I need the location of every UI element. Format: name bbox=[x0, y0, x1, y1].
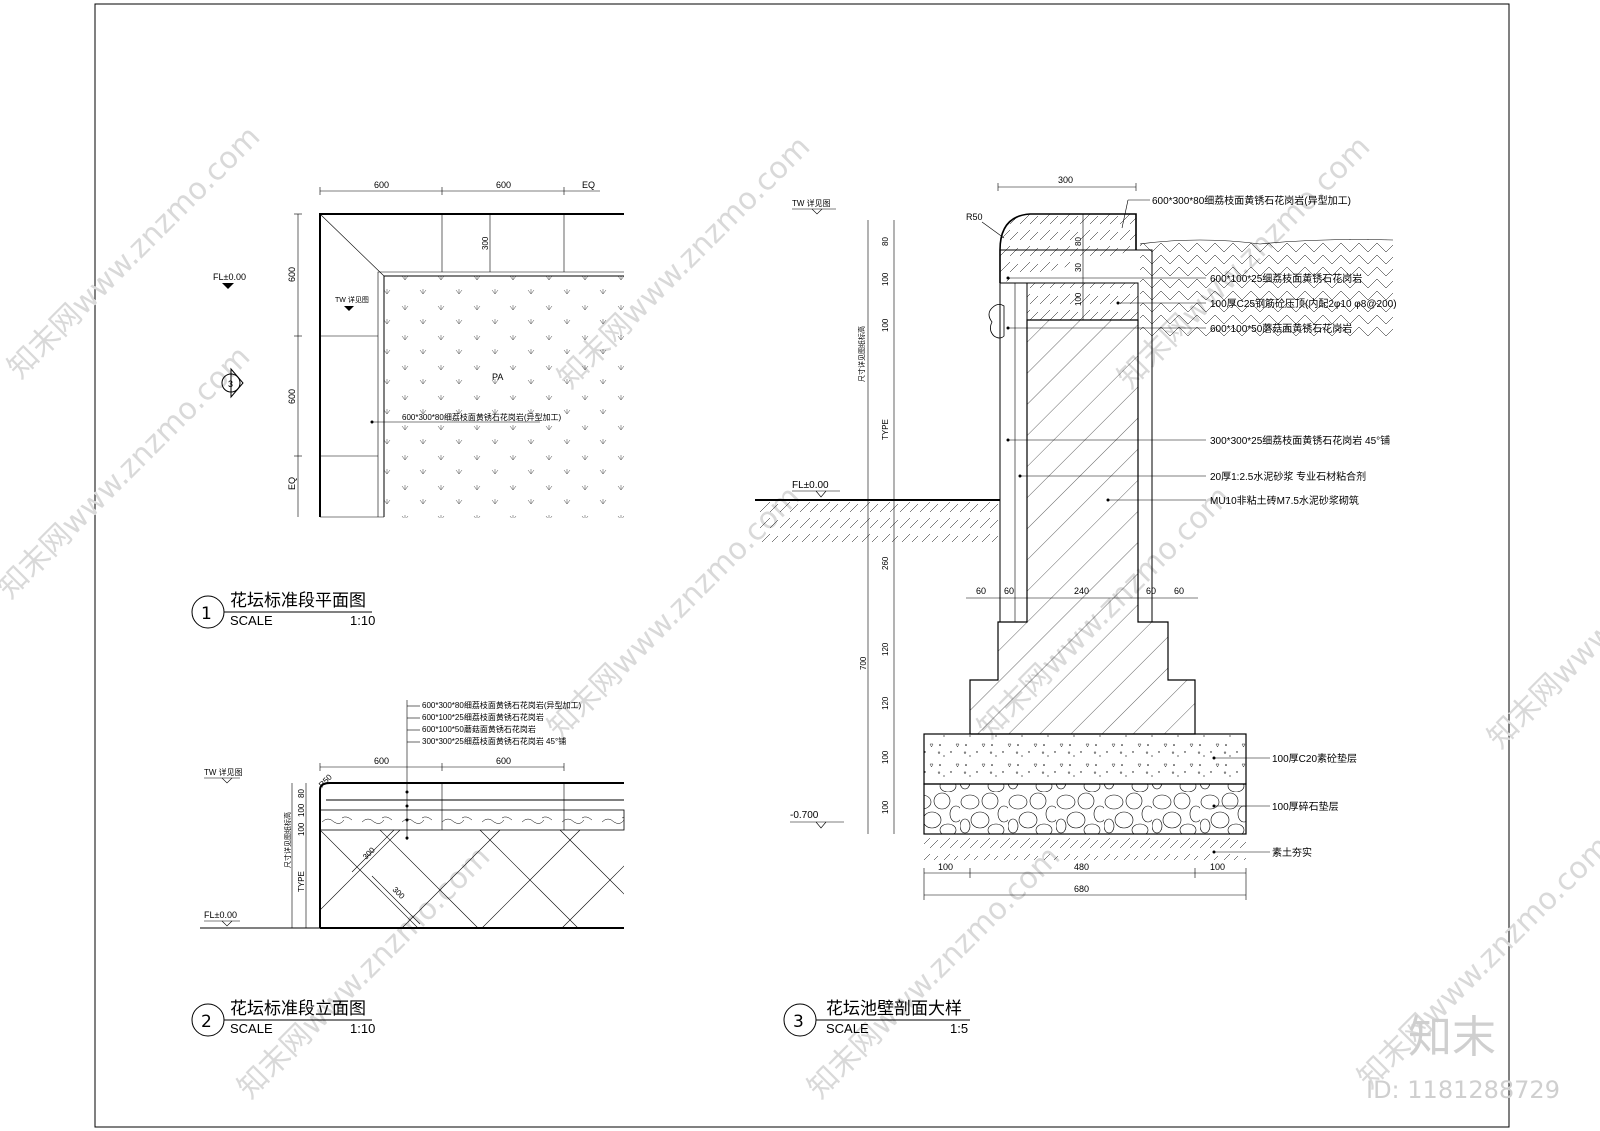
scale-1-value: 1:10 bbox=[350, 613, 375, 628]
sec-left-total: 700 bbox=[859, 656, 868, 670]
dim-inner: 300 bbox=[481, 236, 490, 250]
plan-callout: 600*300*80细荔枝面黄锈石花岗岩(异型加工) bbox=[402, 412, 561, 422]
sec-left-260: 260 bbox=[881, 556, 890, 570]
sec-callout-6: 20厚1:2.5水泥砂浆 专业石材粘合剂 bbox=[1210, 470, 1366, 483]
elev-dim-type: TYPE bbox=[297, 871, 306, 892]
scale-3-label: SCALE bbox=[826, 1021, 869, 1036]
sec-bottom-100a: 100 bbox=[938, 862, 953, 872]
elev-tw-label: TW 详见图 bbox=[204, 767, 243, 777]
title-2: 花坛标准段立面图 bbox=[230, 999, 366, 1019]
scale-3-value: 1:5 bbox=[950, 1021, 968, 1036]
title-1-number: 1 bbox=[201, 604, 212, 624]
elev-side-note: 尺寸详见图纸标高 bbox=[283, 812, 292, 868]
watermark-text: 知末网www.znzmo.com bbox=[1481, 489, 1600, 755]
dim-top-1: 600 bbox=[374, 180, 389, 190]
watermark-text: 知末网www.znzmo.com bbox=[801, 839, 1067, 1105]
elev-dim-100a: 100 bbox=[297, 803, 306, 817]
elev-callout-3: 600*100*50蘑菇面黄锈石花岗岩 bbox=[422, 724, 536, 734]
sec-radius: R50 bbox=[966, 212, 983, 222]
title-3-number: 3 bbox=[793, 1012, 804, 1032]
sec-mid-240: 240 bbox=[1074, 586, 1089, 596]
sheet-border bbox=[94, 3, 1510, 1128]
dim-left-3: EQ bbox=[287, 477, 297, 490]
sec-mid-60d: 60 bbox=[1174, 586, 1184, 596]
sec-dim-top: 300 bbox=[1058, 175, 1073, 185]
elev-diag-2: 300 bbox=[391, 885, 407, 901]
elev-dim-100b: 100 bbox=[297, 822, 306, 836]
watermark-brand: 知末 bbox=[1408, 1012, 1496, 1063]
elev-dim-80: 80 bbox=[297, 789, 306, 798]
sec-callout-7: MU10非粘土砖M7.5水泥砂浆砌筑 bbox=[1210, 494, 1359, 507]
sec-left-80: 80 bbox=[881, 237, 890, 246]
dim-top-3: EQ bbox=[582, 180, 595, 190]
scale-2-value: 1:10 bbox=[350, 1021, 375, 1036]
sec-tw-label: TW 详见图 bbox=[792, 198, 831, 208]
sec-left-100a: 100 bbox=[881, 272, 890, 286]
elev-callout-1: 600*300*80细荔枝面黄锈石花岗岩(异型加工) bbox=[422, 700, 581, 710]
sec-callout-1: 600*300*80细荔枝面黄锈石花岗岩(异型加工) bbox=[1152, 194, 1351, 207]
dim-left-1: 600 bbox=[287, 267, 297, 282]
scale-2-label: SCALE bbox=[230, 1021, 273, 1036]
sec-inner-30: 30 bbox=[1074, 263, 1083, 272]
tw-label: TW 详见图 bbox=[335, 295, 369, 304]
drawing-3-section: 300 R50 80 30 100 80 100 100 TYPE 260 12… bbox=[755, 175, 1397, 1037]
sec-left-100b: 100 bbox=[881, 318, 890, 332]
elev-callout-4: 300*300*25细荔枝面黄锈石花岗岩 45°铺 bbox=[422, 736, 566, 746]
sec-callout-9: 100厚碎石垫层 bbox=[1272, 800, 1339, 813]
watermark-id: ID: 1181288729 bbox=[1366, 1076, 1560, 1104]
sec-left-100c: 100 bbox=[881, 750, 890, 764]
section-mark-number: 3 bbox=[228, 379, 233, 389]
sec-inner-100: 100 bbox=[1074, 292, 1083, 306]
title-3: 花坛池壁剖面大样 bbox=[826, 999, 962, 1019]
sec-mid-60b: 60 bbox=[1004, 586, 1014, 596]
drawing-1-plan: 600 600 EQ 600 600 EQ 300 FL±0.00 TW 详见图… bbox=[191, 180, 624, 629]
elev-callout-2: 600*100*25细荔枝面黄锈石花岗岩 bbox=[422, 712, 544, 722]
sec-bottom-480: 480 bbox=[1074, 862, 1089, 872]
sec-left-120a: 120 bbox=[881, 642, 890, 656]
watermark-text: 知末网www.znzmo.com bbox=[231, 839, 497, 1105]
sec-inner-80: 80 bbox=[1074, 237, 1083, 246]
sec-bottom-total: 680 bbox=[1074, 884, 1089, 894]
sec-callout-5: 300*300*25细荔枝面黄锈石花岗岩 45°铺 bbox=[1210, 434, 1390, 447]
elev-dim-top-2: 600 bbox=[496, 756, 511, 766]
watermark-text: 知末网www.znzmo.com bbox=[0, 339, 257, 605]
elev-diag-1: 300 bbox=[361, 845, 377, 861]
level-mark: FL±0.00 bbox=[213, 272, 246, 282]
sec-callout-10: 素土夯实 bbox=[1272, 846, 1312, 859]
sec-left-type: TYPE bbox=[881, 419, 890, 440]
sec-level-top: FL±0.00 bbox=[792, 480, 829, 491]
elev-level: FL±0.00 bbox=[204, 910, 237, 920]
sec-callout-3: 100厚C25钢筋砼压顶(内配2φ10 φ8@200) bbox=[1210, 297, 1397, 310]
drawing-2-elevation: 600 600 80 100 100 TYPE 尺寸详见图纸标高 R50 300… bbox=[191, 700, 625, 1037]
sec-bottom-100b: 100 bbox=[1210, 862, 1225, 872]
sec-side-note: 尺寸详见图纸标高 bbox=[857, 326, 866, 382]
sec-callout-4: 600*100*50蘑菇面黄锈石花岗岩 bbox=[1210, 322, 1352, 335]
elev-dim-top-1: 600 bbox=[374, 756, 389, 766]
title-1: 花坛标准段平面图 bbox=[230, 591, 366, 611]
sec-level-bottom: -0.700 bbox=[790, 810, 819, 821]
sec-mid-60c: 60 bbox=[1146, 586, 1156, 596]
sec-left-120b: 120 bbox=[881, 696, 890, 710]
dim-left-2: 600 bbox=[287, 389, 297, 404]
sec-mid-60a: 60 bbox=[976, 586, 986, 596]
sec-callout-2: 600*100*25细荔枝面黄锈石花岗岩 bbox=[1210, 272, 1362, 285]
dim-top-2: 600 bbox=[496, 180, 511, 190]
title-2-number: 2 bbox=[201, 1012, 212, 1032]
pa-label: PA bbox=[492, 372, 503, 382]
elev-radius: R50 bbox=[317, 772, 334, 789]
sec-left-100d: 100 bbox=[881, 800, 890, 814]
scale-1-label: SCALE bbox=[230, 613, 273, 628]
sec-callout-8: 100厚C20素砼垫层 bbox=[1272, 752, 1357, 765]
